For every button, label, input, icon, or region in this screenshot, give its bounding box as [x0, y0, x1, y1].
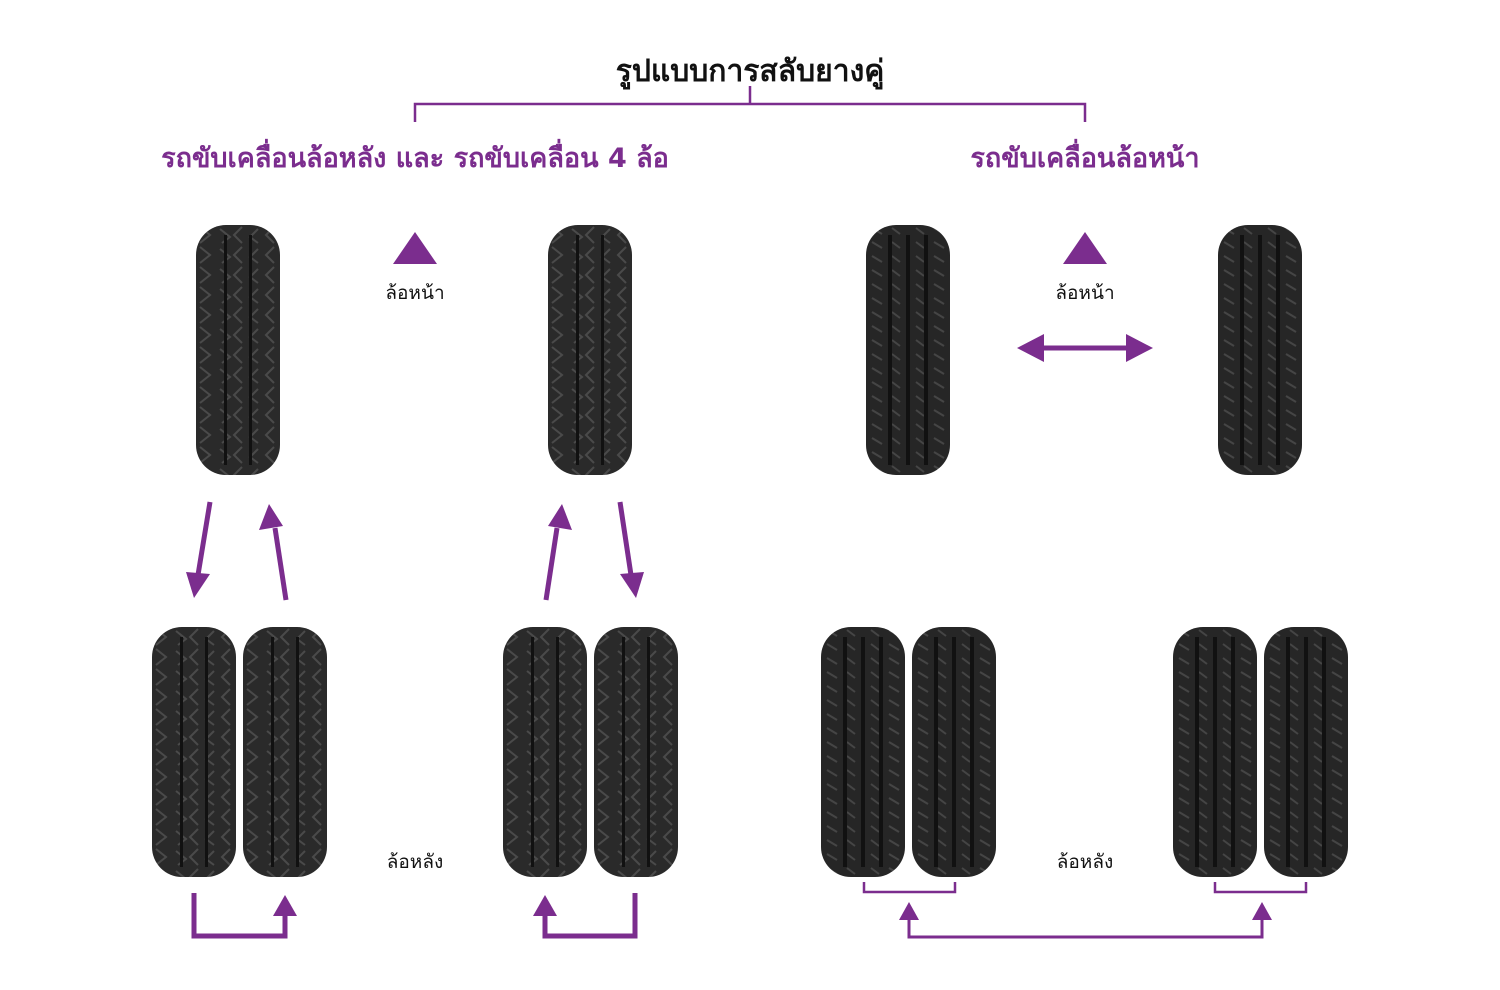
tire-rear-right-b2 [1264, 627, 1348, 877]
tire-rear-right-a2 [594, 627, 678, 877]
tire-front-right-a [548, 225, 632, 475]
arrow-icon [259, 504, 289, 601]
heading-fwd: รถขับเคลื่อนล้อหน้า [970, 143, 1200, 174]
tire-rear-left-b1 [821, 627, 905, 877]
arrow-icon [1017, 334, 1153, 362]
arrow-icon [899, 902, 1272, 939]
arrow-icon [191, 893, 297, 939]
diagram-title: รูปแบบการสลับยางคู่ [615, 54, 885, 89]
tire-front-left-b [866, 225, 950, 475]
tire-rear-left-b2 [912, 627, 996, 877]
tire-front-right-b [1218, 225, 1302, 475]
tire-rear-right-b1 [1173, 627, 1257, 877]
label-front-left: ล้อหน้า [385, 282, 445, 304]
arrow-icon [533, 893, 638, 939]
label-rear-left: ล้อหลัง [386, 851, 444, 873]
arrow-icon [543, 504, 572, 601]
tire-front-left-a [196, 225, 280, 475]
tire-rear-right-a1 [503, 627, 587, 877]
tire-rear-left-a1 [152, 627, 236, 877]
arrow-icon [186, 501, 213, 598]
heading-rwd-4wd: รถขับเคลื่อนล้อหลัง และ รถขับเคลื่อน 4 ล… [161, 143, 669, 174]
triangle-up-icon [1063, 232, 1107, 264]
title-bracket [413, 86, 1087, 122]
rear-link-bracket [862, 882, 1308, 894]
arrow-icon [617, 501, 644, 598]
label-front-right: ล้อหน้า [1055, 282, 1115, 304]
triangle-up-icon [393, 232, 437, 264]
label-rear-right: ล้อหลัง [1056, 851, 1114, 873]
tire-rear-left-a2 [243, 627, 327, 877]
